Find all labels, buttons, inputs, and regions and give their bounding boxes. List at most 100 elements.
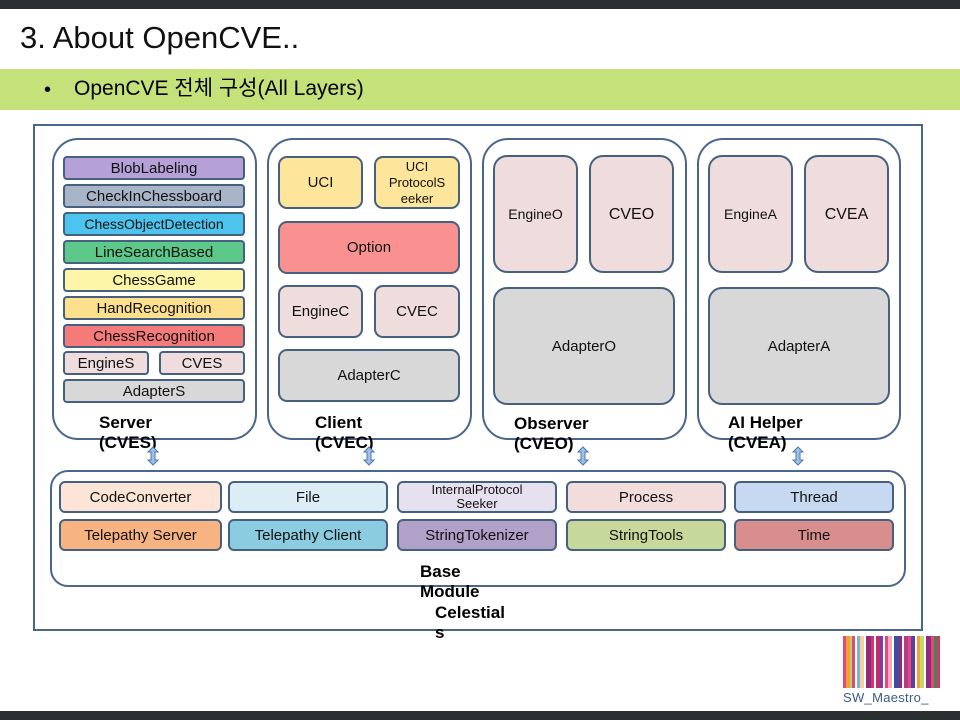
group-label-line: AI Helper	[728, 413, 803, 432]
logo-stripe	[883, 636, 885, 688]
module-label: AdapterS	[122, 382, 186, 400]
module-label: AdapterC	[337, 367, 401, 384]
logo-stripe	[908, 636, 911, 688]
module-label: EngineS	[77, 354, 135, 372]
base-module-label: Base Module	[420, 562, 480, 602]
sw-maestro-logo	[843, 636, 955, 688]
label-line: Celestial	[435, 603, 505, 622]
module-label: CVEA	[824, 205, 869, 223]
module-label: EngineC	[291, 303, 350, 320]
module-label: CVEO	[608, 205, 655, 223]
module-file: File	[228, 481, 388, 513]
module-label: CodeConverter	[89, 488, 192, 506]
module-bloblabeling: BlobLabeling	[63, 156, 245, 180]
group-label-line: (CVEO)	[514, 434, 574, 453]
module-label-line: eeker	[400, 190, 434, 206]
module-handrecognition: HandRecognition	[63, 296, 245, 320]
module-label: CVES	[181, 354, 223, 372]
module-chessobjectdetection: ChessObjectDetection	[63, 212, 245, 236]
group-label-line: (CVEC)	[315, 433, 374, 452]
logo-stripe	[904, 636, 908, 688]
module-label: BlobLabeling	[110, 159, 198, 177]
logo-stripe	[880, 636, 883, 688]
logo-stripe	[852, 636, 855, 688]
module-label: File	[295, 488, 321, 506]
module-chessgame: ChessGame	[63, 268, 245, 292]
module-adapterc: AdapterC	[278, 349, 460, 402]
module-stringtokenizer: StringTokenizer	[397, 519, 557, 551]
module-checkinchessboard: CheckInChessboard	[63, 184, 245, 208]
logo-stripe	[892, 636, 894, 688]
label-line: s	[435, 623, 445, 642]
logo-stripe	[860, 636, 864, 688]
logo-stripe	[850, 636, 852, 688]
module-label: ChessGame	[112, 271, 196, 289]
bullet-icon: •	[44, 79, 52, 101]
logo-stripe	[902, 636, 904, 688]
module-adapters: AdapterS	[63, 379, 245, 403]
module-label: EngineO	[508, 205, 563, 222]
module-label: AdapterA	[767, 337, 831, 355]
module-label: ChessObjectDetection	[84, 215, 224, 232]
observer-group-label: Observer (CVEO)	[514, 414, 589, 454]
module-label: CheckInChessboard	[86, 187, 222, 205]
module-label: UCI	[307, 174, 334, 191]
logo-stripe	[864, 636, 866, 688]
module-telepathy-client: Telepathy Client	[228, 519, 388, 551]
module-codeconverter: CodeConverter	[59, 481, 222, 513]
top-bar	[0, 0, 960, 9]
module-label: Thread	[790, 488, 838, 506]
module-label: CVEC	[396, 303, 438, 320]
module-engines: EngineS	[63, 351, 149, 375]
module-chessrecognition: ChessRecognition	[63, 324, 245, 348]
module-cvea: CVEA	[804, 155, 889, 273]
logo-stripe	[915, 636, 917, 688]
module-label: Option	[346, 239, 392, 256]
logo-stripe	[937, 636, 940, 688]
logo-stripe	[931, 636, 934, 688]
logo-stripe	[876, 636, 880, 688]
module-label: StringTools	[608, 526, 684, 544]
logo-stripe	[855, 636, 857, 688]
module-internal-protocol-seeker: InternalProtocol Seeker	[397, 481, 557, 513]
logo-stripe	[866, 636, 871, 688]
client-group-label: Client (CVEC)	[315, 413, 374, 453]
module-uci-protocol-seeker: UCI ProtocolS eeker	[374, 156, 460, 209]
module-label: EngineA	[724, 205, 777, 222]
subtitle-band: • OpenCVE 전체 구성(All Layers)	[0, 69, 960, 110]
module-label: Time	[797, 526, 831, 544]
logo-stripe	[934, 636, 937, 688]
logo-stripe	[846, 636, 850, 688]
module-label: Telepathy Client	[254, 526, 362, 544]
module-cvec: CVEC	[374, 285, 460, 338]
module-label: AdapterO	[551, 337, 617, 355]
client-base-arrow-icon	[363, 446, 375, 466]
logo-stripe	[926, 636, 931, 688]
server-group-label: Server (CVES)	[99, 413, 157, 453]
ai-helper-base-arrow-icon	[792, 446, 804, 466]
group-label-line: (CVEA)	[728, 433, 787, 452]
logo-stripe	[911, 636, 915, 688]
logo-stripe	[894, 636, 899, 688]
module-cves: CVES	[159, 351, 245, 375]
module-label-line: UCI	[405, 158, 429, 174]
bottom-bar	[0, 711, 960, 720]
module-telepathy-server: Telepathy Server	[59, 519, 222, 551]
slide-title: 3. About OpenCVE..	[20, 20, 300, 55]
module-label: Process	[618, 488, 674, 506]
logo-stripe	[924, 636, 926, 688]
sw-maestro-logo-text: SW_Maestro_	[843, 690, 929, 705]
label-line: Module	[420, 582, 480, 601]
logo-stripe	[899, 636, 902, 688]
logo-stripe	[940, 636, 942, 688]
logo-stripe	[874, 636, 876, 688]
module-adaptera: AdapterA	[708, 287, 890, 405]
module-cveo: CVEO	[589, 155, 674, 273]
module-enginea: EngineA	[708, 155, 793, 273]
group-label-line: Server	[99, 413, 152, 432]
label-line: Base	[420, 562, 461, 581]
module-label-line: Seeker	[456, 496, 498, 511]
logo-stripe	[888, 636, 892, 688]
module-label: HandRecognition	[96, 299, 212, 317]
group-label-line: Observer	[514, 414, 589, 433]
